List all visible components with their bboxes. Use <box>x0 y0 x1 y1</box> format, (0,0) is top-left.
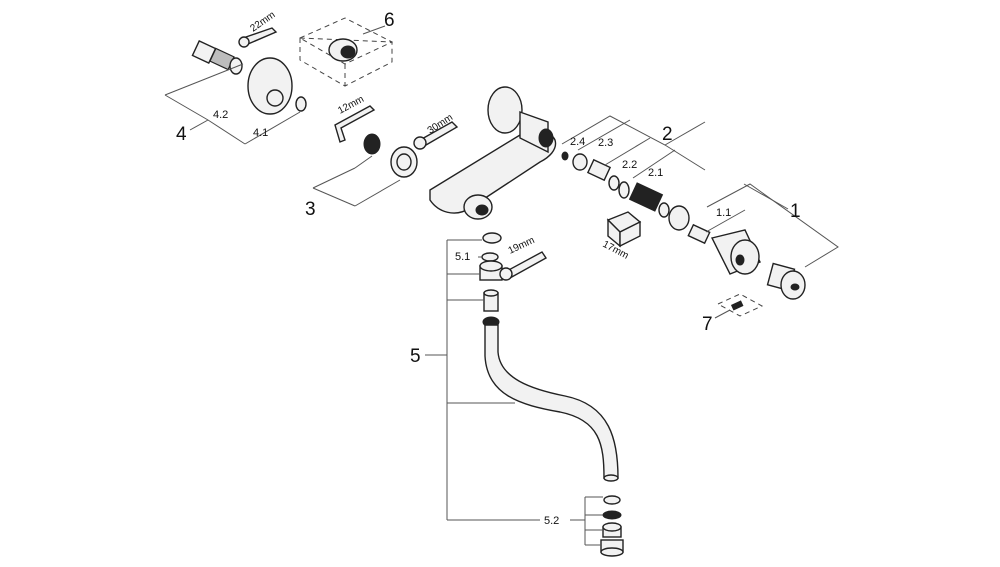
s-union-connector <box>191 40 243 75</box>
aerator <box>602 522 622 538</box>
label-part-4-1: 4.1 <box>253 127 268 139</box>
socket-17mm-icon: 17mm <box>601 211 642 262</box>
cap-indicator <box>766 262 806 300</box>
part-7-screw-box: 7 <box>702 293 764 335</box>
label-part-6: 6 <box>384 10 395 31</box>
wrench-30mm-icon: 30mm <box>413 112 459 150</box>
handle-knob <box>710 229 761 275</box>
aerator-insert <box>600 539 624 557</box>
cartridge-head <box>628 182 670 218</box>
part-5-spout-group: 19mm 5 5.1 5.2 <box>410 232 624 557</box>
label-part-2-2: 2.2 <box>622 159 637 171</box>
part-1-handle-group: 1 1.1 <box>668 183 839 300</box>
aerator-washer <box>603 495 621 505</box>
escutcheon-rosette <box>247 57 293 115</box>
label-part-5-2: 5.2 <box>544 515 559 527</box>
wrench-19mm-icon: 19mm <box>499 235 548 281</box>
label-part-2-3: 2.3 <box>598 137 613 149</box>
label-part-5: 5 <box>410 346 421 367</box>
union-nut <box>390 146 418 178</box>
spout-pipe <box>482 316 619 482</box>
eccentric-connector <box>363 133 381 155</box>
spout-oring-top <box>482 232 502 244</box>
part-2-2 <box>586 158 620 191</box>
label-part-4-2: 4.2 <box>213 109 228 121</box>
spindle-ring <box>668 205 690 231</box>
label-part-5-1: 5.1 <box>455 251 470 263</box>
washer-4-1 <box>295 96 307 112</box>
svg-text:19mm: 19mm <box>507 235 537 257</box>
label-part-3: 3 <box>305 199 316 220</box>
label-part-7: 7 <box>702 314 713 335</box>
mixer-body <box>429 86 557 220</box>
part-2-3 <box>572 153 588 171</box>
label-part-1-1: 1.1 <box>716 207 731 219</box>
part-2-1-oring <box>618 181 630 199</box>
wrench-22mm-icon: 22mm <box>238 10 277 48</box>
part-2-cartridge-group: 2 2.4 2.3 2.2 2.1 <box>561 115 706 218</box>
spout-sleeve <box>483 289 499 312</box>
spout-nut <box>479 260 503 281</box>
part-5-1-ring <box>481 252 499 262</box>
label-part-2-1: 2.1 <box>648 167 663 179</box>
part-3-eccentric-group: 3 <box>305 133 418 220</box>
label-part-2-4: 2.4 <box>570 136 585 148</box>
label-part-2: 2 <box>662 124 673 145</box>
part-4-connection-group: 22mm 4 4.2 4.1 <box>164 10 307 145</box>
aerator-ring <box>602 510 622 520</box>
label-part-4: 4 <box>176 124 187 145</box>
label-part-1: 1 <box>790 201 801 222</box>
part-1-1-adapter <box>687 223 711 245</box>
part-6-reducer-box: 6 <box>298 10 395 87</box>
part-2-4 <box>561 151 569 161</box>
